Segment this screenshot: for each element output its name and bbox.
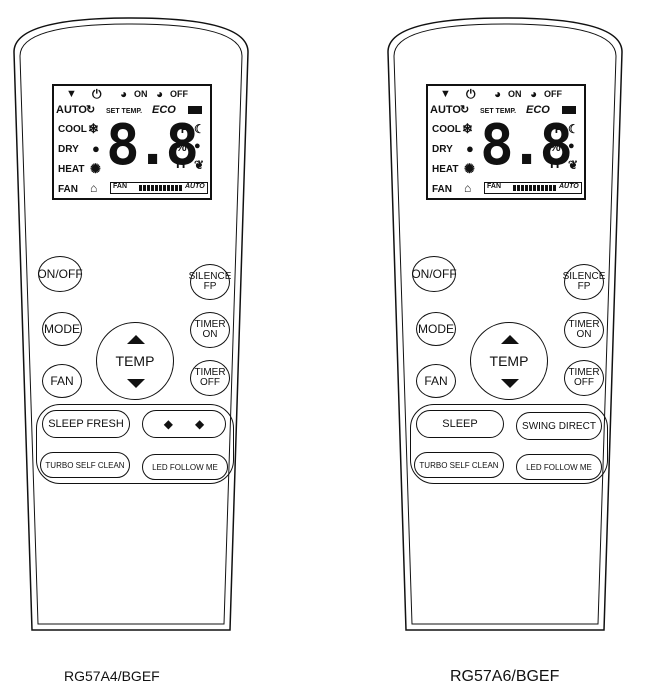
- clock-off-icon: ◕: [156, 87, 164, 101]
- battery-icon: [562, 106, 576, 114]
- on-off-button[interactable]: ON/OFF: [37, 256, 83, 292]
- lcd-unit-f: °F: [176, 122, 189, 136]
- lcd-dry-label: DRY: [432, 144, 453, 155]
- lcd-heat-label: HEAT: [58, 164, 85, 175]
- function-button-group: [410, 404, 608, 484]
- wifi-icon: ▼: [66, 88, 77, 100]
- moon-icon: ☾: [194, 122, 205, 136]
- function-button-group: [36, 404, 234, 484]
- lcd-unit-f: °F: [550, 122, 563, 136]
- turbo-self-clean-button[interactable]: TURBO SELF CLEAN: [40, 452, 130, 478]
- silence-fp-button[interactable]: SILENCE FP: [189, 264, 231, 300]
- lcd-unit-percent: %: [550, 140, 561, 154]
- lcd-heat-label: HEAT: [432, 164, 459, 175]
- lcd-display: ▼ ⏻ ◕ ON ◕ OFF AUTO ↻ SET TEMP. ECO COOL…: [426, 84, 586, 200]
- lcd-cool-label: COOL: [432, 124, 461, 135]
- model-label-left: RG57A4/BGEF: [64, 668, 160, 684]
- temp-up-arrow-icon[interactable]: [127, 335, 145, 344]
- lcd-set-temp-label: SET TEMP.: [106, 108, 143, 115]
- temp-up-arrow-icon[interactable]: [501, 335, 519, 344]
- vertical-swing-icon: ◆: [163, 417, 173, 431]
- silence-fp-button[interactable]: SILENCE FP: [563, 264, 605, 300]
- lcd-unit-percent: %: [176, 140, 187, 154]
- remote-rg57a4: ▼ ⏻ ◕ ON ◕ OFF AUTO ↻ SET TEMP. ECO COOL…: [8, 12, 254, 636]
- auto-cycle-icon: ↻: [460, 104, 470, 116]
- temp-button[interactable]: TEMP: [96, 322, 174, 400]
- lcd-on-label: ON: [134, 89, 148, 99]
- lcd-eco-label: ECO: [526, 104, 550, 116]
- sleep-fresh-button[interactable]: SLEEP FRESH: [42, 410, 130, 438]
- person-icon: ●: [194, 140, 201, 152]
- timer-off-button[interactable]: TIMER OFF: [190, 360, 230, 396]
- lcd-dry-label: DRY: [58, 144, 79, 155]
- timer-on-button[interactable]: TIMER ON: [564, 312, 604, 348]
- lcd-fan-label: FAN: [432, 184, 452, 195]
- snowflake-icon: ❄: [462, 121, 473, 136]
- leaf-icon: ❦: [568, 158, 579, 172]
- drop-icon: ●: [466, 141, 474, 156]
- auto-cycle-icon: ↻: [86, 104, 96, 116]
- seven-segment-digits: 8.8: [480, 113, 573, 178]
- sleep-button[interactable]: SLEEP: [416, 410, 504, 438]
- power-icon: ⏻: [466, 87, 476, 101]
- person-icon: ●: [568, 140, 575, 152]
- temp-button[interactable]: TEMP: [470, 322, 548, 400]
- mode-button[interactable]: MODE: [42, 312, 82, 346]
- swing-direct-button[interactable]: SWING DIRECT: [516, 412, 602, 440]
- lcd-display: ▼ ⏻ ◕ ON ◕ OFF AUTO ↻ SET TEMP. ECO COOL…: [52, 84, 212, 200]
- temp-down-arrow-icon[interactable]: [501, 379, 519, 388]
- fan-button[interactable]: FAN: [42, 364, 82, 398]
- clock-on-icon: ◕: [494, 87, 502, 101]
- on-off-button[interactable]: ON/OFF: [411, 256, 457, 292]
- timer-on-button[interactable]: TIMER ON: [190, 312, 230, 348]
- drop-icon: ●: [92, 141, 100, 156]
- fan-speed-ramp: [139, 185, 183, 191]
- lcd-cool-label: COOL: [58, 124, 87, 135]
- fan-speed-bar: FAN AUTO: [110, 182, 208, 194]
- lcd-unit-h: H: [550, 156, 560, 171]
- seven-segment-digits: 8.8: [106, 113, 199, 178]
- sun-icon: ✺: [464, 161, 475, 176]
- model-label-right: RG57A6/BGEF: [450, 668, 560, 685]
- lcd-auto-label: AUTO: [56, 104, 87, 116]
- timer-off-button[interactable]: TIMER OFF: [564, 360, 604, 396]
- lcd-fan-label: FAN: [58, 184, 78, 195]
- lcd-eco-label: ECO: [152, 104, 176, 116]
- house-icon: ⌂: [464, 181, 472, 195]
- battery-icon: [188, 106, 202, 114]
- lcd-unit-h: H: [176, 156, 186, 171]
- lcd-auto-label: AUTO: [430, 104, 461, 116]
- led-follow-me-button[interactable]: LED FOLLOW ME: [516, 454, 602, 480]
- remote-outline: [387, 17, 623, 631]
- fan-speed-ramp: [513, 185, 557, 191]
- sun-icon: ✺: [90, 161, 101, 176]
- lcd-off-label: OFF: [170, 89, 188, 99]
- power-icon: ⏻: [92, 87, 102, 101]
- house-icon: ⌂: [90, 181, 98, 195]
- remote-rg57a6: ▼ ⏻ ◕ ON ◕ OFF AUTO ↻ SET TEMP. ECO COOL…: [382, 12, 628, 636]
- moon-icon: ☾: [568, 122, 579, 136]
- remote-outline: [13, 17, 249, 631]
- led-follow-me-button[interactable]: LED FOLLOW ME: [142, 454, 228, 480]
- leaf-icon: ❦: [194, 158, 205, 172]
- clock-on-icon: ◕: [120, 87, 128, 101]
- lcd-on-label: ON: [508, 89, 522, 99]
- snowflake-icon: ❄: [88, 121, 99, 136]
- turbo-self-clean-button[interactable]: TURBO SELF CLEAN: [414, 452, 504, 478]
- fan-speed-bar: FAN AUTO: [484, 182, 582, 194]
- temp-down-arrow-icon[interactable]: [127, 379, 145, 388]
- wifi-icon: ▼: [440, 88, 451, 100]
- lcd-off-label: OFF: [544, 89, 562, 99]
- clock-off-icon: ◕: [530, 87, 538, 101]
- swing-button[interactable]: ◆ ◆: [142, 410, 226, 438]
- lcd-set-temp-label: SET TEMP.: [480, 108, 517, 115]
- horizontal-swing-icon: ◆: [195, 417, 205, 431]
- fan-button[interactable]: FAN: [416, 364, 456, 398]
- mode-button[interactable]: MODE: [416, 312, 456, 346]
